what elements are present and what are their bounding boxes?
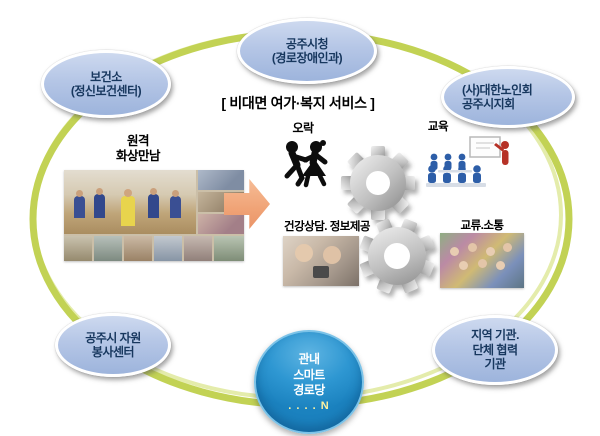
collage-bottom-frame [94,236,122,261]
collage-main-frame [64,170,196,234]
collage-side-frame [198,170,244,190]
diagram-title: [ 비대면 여가·복지 서비스 ] [221,95,375,111]
remote-meeting-photo-collage [64,170,244,261]
node-volunteer-center-label: 공주시 자원 봉사센터 [85,330,141,359]
collage-bottom-frame [214,236,244,261]
node-health-center: 보건소 (정신보건센터) [41,50,171,118]
health-consulting-label: 건강상담. 정보제공 [283,221,371,233]
dancing-couple-icon [284,140,328,188]
education-classroom-graphic [426,136,509,187]
education-label: 교육 [427,121,449,133]
exchange-photo [440,233,524,288]
collage-bottom-frame [154,236,182,261]
collage-bottom-frame [184,236,212,261]
hub-label: 관내 스마트 경로당 [293,352,325,398]
collage-bottom-frame [64,236,92,261]
remote-meeting-label: 원격 화상만남 [115,134,161,163]
node-senior-association: (사)대한노인회 공주시지회 [441,66,575,128]
exchange-label: 교류.소통 [460,220,504,232]
node-volunteer-center: 공주시 자원 봉사센터 [55,313,171,377]
node-city-hall-label: 공주시청 (경로장애인과) [271,36,343,65]
entertainment-label: 오락 [292,121,314,135]
hub-count-suffix: . . . . N [288,399,330,412]
collage-bottom-frame [124,236,152,261]
node-regional-partners-label: 지역 기관. 단체 협력 기관 [471,328,519,372]
hub-smart-senior-centers: 관내 스마트 경로당 . . . . N [254,330,364,434]
node-health-center-label: 보건소 (정신보건센터) [70,69,142,98]
node-senior-association-label: (사)대한노인회 공주시지회 [462,82,533,111]
collage-side-frame [198,214,244,234]
health-consulting-photo [283,236,359,286]
node-city-hall: 공주시청 (경로장애인과) [237,18,377,84]
gears-graphic [341,146,435,294]
node-regional-partners: 지역 기관. 단체 협력 기관 [432,315,558,385]
